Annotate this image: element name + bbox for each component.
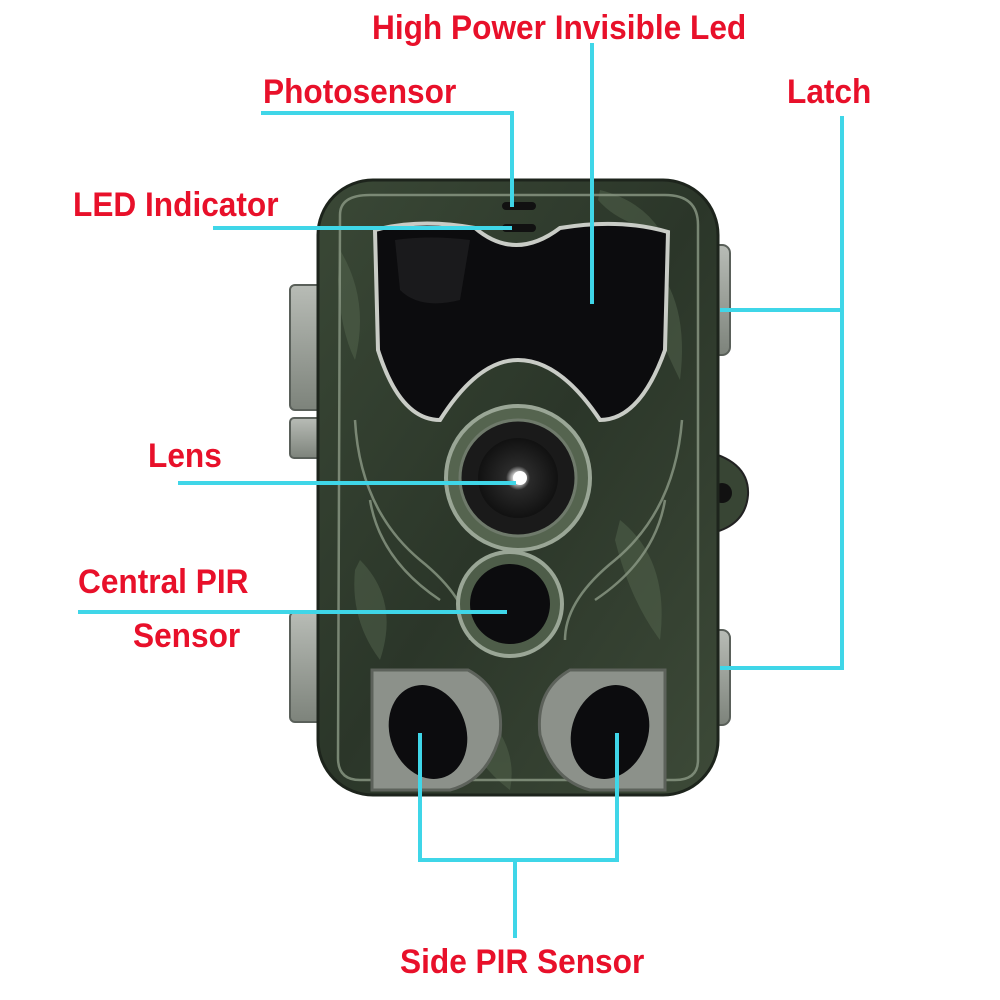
label-led-indicator: LED Indicator: [73, 186, 279, 224]
label-lens: Lens: [148, 437, 222, 475]
label-side-pir: Side PIR Sensor: [400, 943, 645, 981]
label-central-pir-line1: Central PIR: [78, 563, 249, 601]
label-central-pir-line2: Sensor: [133, 617, 241, 655]
right-side-pir: [570, 685, 650, 779]
label-high-power-led: High Power Invisible Led: [372, 9, 747, 47]
leader-side-pir: [418, 733, 619, 862]
central-pir: [470, 564, 550, 644]
label-latch: Latch: [787, 73, 872, 111]
led-window: [372, 221, 671, 423]
leader-photosensor: [261, 111, 514, 207]
left-side-pir: [388, 685, 468, 779]
label-photosensor: Photosensor: [263, 73, 457, 111]
